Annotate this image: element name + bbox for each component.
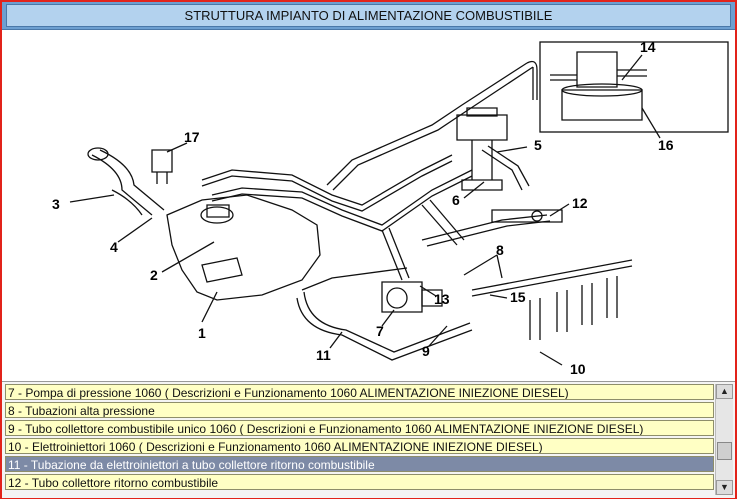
fuel-tank-drawing bbox=[166, 194, 321, 301]
label-3: 3 bbox=[52, 196, 60, 212]
label-5: 5 bbox=[534, 137, 542, 153]
arrow-down-icon[interactable]: ▼ bbox=[716, 480, 733, 495]
fuel-filter-drawing bbox=[550, 51, 647, 121]
list-scrollbar[interactable]: ▲ ▼ bbox=[715, 384, 733, 495]
label-10: 10 bbox=[570, 361, 586, 377]
label-1: 1 bbox=[198, 325, 206, 341]
injectors-drawing bbox=[471, 259, 633, 340]
diagram-svg: 1 2 3 4 5 6 7 8 9 10 11 12 13 14 15 16 1… bbox=[52, 39, 729, 377]
pipes bbox=[201, 60, 551, 361]
list-item-selected[interactable]: 11 - Tubazione da elettroiniettori a tub… bbox=[5, 456, 714, 472]
scrollbar-thumb[interactable] bbox=[717, 442, 732, 460]
canister-drawing bbox=[151, 149, 173, 184]
label-13: 13 bbox=[434, 291, 450, 307]
label-14: 14 bbox=[640, 39, 656, 55]
list-item[interactable]: 10 - Elettroiniettori 1060 ( Descrizioni… bbox=[5, 438, 714, 454]
arrow-up-icon[interactable]: ▲ bbox=[716, 384, 733, 399]
label-15: 15 bbox=[510, 289, 526, 305]
component-list: 7 - Pompa di pressione 1060 ( Descrizion… bbox=[2, 381, 735, 498]
list-item[interactable]: 7 - Pompa di pressione 1060 ( Descrizion… bbox=[5, 384, 714, 400]
list-item[interactable]: 8 - Tubazioni alta pressione bbox=[5, 402, 714, 418]
leader-lines bbox=[69, 54, 661, 366]
pressure-pump-drawing bbox=[381, 281, 443, 313]
label-9: 9 bbox=[422, 343, 430, 359]
filler-neck-drawing bbox=[87, 147, 165, 216]
label-11: 11 bbox=[316, 347, 331, 363]
pressure-regulator-drawing bbox=[456, 107, 508, 191]
label-16: 16 bbox=[658, 137, 674, 153]
list-item[interactable]: 9 - Tubo collettore combustibile unico 1… bbox=[5, 420, 714, 436]
label-7: 7 bbox=[376, 323, 384, 339]
label-2: 2 bbox=[150, 267, 158, 283]
label-12: 12 bbox=[572, 195, 588, 211]
fuel-system-diagram: 1 2 3 4 5 6 7 8 9 10 11 12 13 14 15 16 1… bbox=[2, 30, 735, 380]
title-bar: STRUTTURA IMPIANTO DI ALIMENTAZIONE COMB… bbox=[2, 2, 735, 30]
inset-frame bbox=[539, 41, 729, 133]
label-4: 4 bbox=[110, 239, 118, 255]
return-rail-drawing bbox=[491, 209, 563, 223]
label-6: 6 bbox=[452, 192, 460, 208]
list-item[interactable]: 12 - Tubo collettore ritorno combustibil… bbox=[5, 474, 714, 490]
page-title: STRUTTURA IMPIANTO DI ALIMENTAZIONE COMB… bbox=[6, 4, 731, 27]
label-8: 8 bbox=[496, 242, 504, 258]
label-17: 17 bbox=[184, 129, 200, 145]
